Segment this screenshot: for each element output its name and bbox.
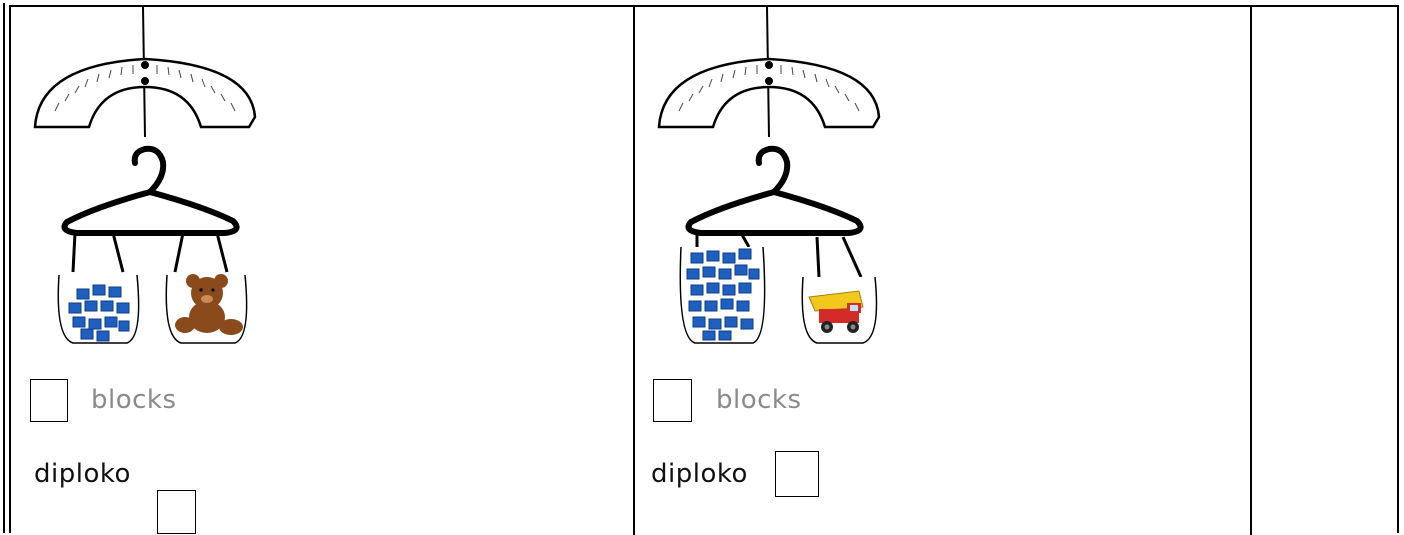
blocks-label: blocks [716, 385, 802, 415]
blocks-count-box[interactable] [30, 379, 68, 422]
word-answer-box[interactable] [157, 490, 196, 534]
panel-2: blocks diploko [635, 7, 1250, 533]
outer-border-line [3, 3, 5, 533]
hanging-scale-illustration [649, 7, 889, 357]
panel-1: blocks diploko [11, 7, 633, 533]
blocks-count-box[interactable] [653, 379, 692, 422]
bag-with-teddy-bear-icon [166, 274, 246, 343]
blocks-label: blocks [91, 385, 177, 415]
hanger-icon [65, 149, 237, 233]
hanging-scale-illustration [25, 7, 265, 357]
bag-with-blocks-icon [680, 247, 764, 343]
word-label: diploko [651, 459, 748, 489]
word-answer-box[interactable] [775, 451, 819, 497]
word-label: diploko [34, 459, 131, 489]
empty-column [1252, 7, 1397, 533]
bag-with-blocks-icon [58, 275, 138, 343]
bag-with-toy-truck-icon [802, 277, 876, 343]
hanger-icon [689, 149, 861, 233]
worksheet-table: blocks diploko [9, 5, 1399, 533]
